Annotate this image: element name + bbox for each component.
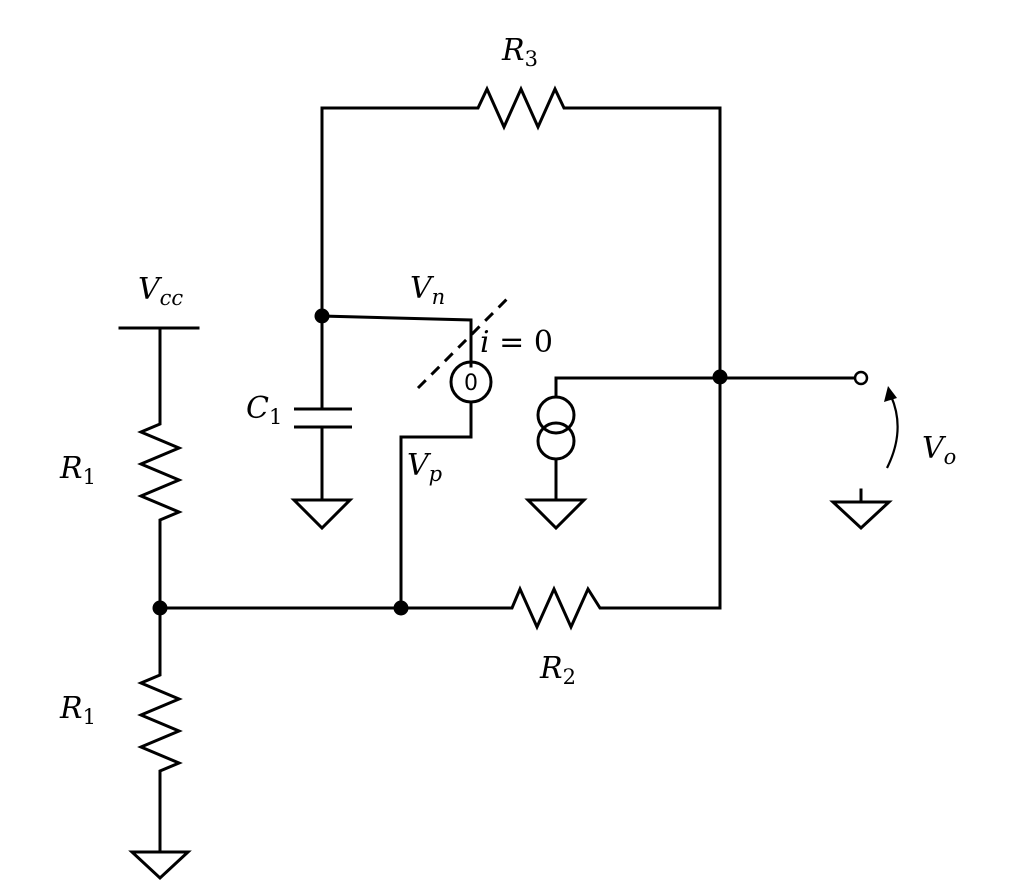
ground-output [829, 488, 893, 531]
label-i-zero: i = 0 [480, 325, 553, 360]
label-r3: R3 [501, 33, 538, 71]
resistor-r1-top [137, 416, 183, 608]
label-c1: C1 [246, 391, 282, 429]
resistor-r3 [470, 85, 572, 131]
resistor-r2 [506, 585, 606, 631]
label-r1-bottom: R1 [59, 691, 96, 729]
ground-current-source [524, 498, 588, 531]
r2-right-wire [604, 376, 722, 610]
current-source [536, 376, 722, 502]
junction-vp [393, 600, 409, 616]
ground-c1 [290, 498, 354, 531]
label-vp: Vp [407, 448, 442, 486]
label-r2: R2 [539, 651, 576, 689]
vp-wire [399, 400, 473, 610]
output-terminal [853, 370, 869, 386]
nullator-zero-label: 0 [464, 371, 478, 396]
vn-wire [320, 314, 473, 368]
label-vo: Vo [922, 431, 956, 469]
resistor-r1-bottom [137, 608, 183, 852]
label-vn: Vn [410, 271, 445, 309]
junction-vn [314, 308, 330, 324]
r3-feedback-wire [320, 106, 722, 380]
junction-output [712, 369, 728, 385]
vo-arrow [884, 386, 899, 469]
label-r1-top: R1 [59, 451, 96, 489]
junction-r1 [152, 600, 168, 616]
i-zero-dashed-line [416, 292, 514, 390]
label-vcc: Vcc [138, 272, 183, 310]
capacitor-c1 [294, 314, 352, 502]
ground-r1 [128, 850, 192, 881]
